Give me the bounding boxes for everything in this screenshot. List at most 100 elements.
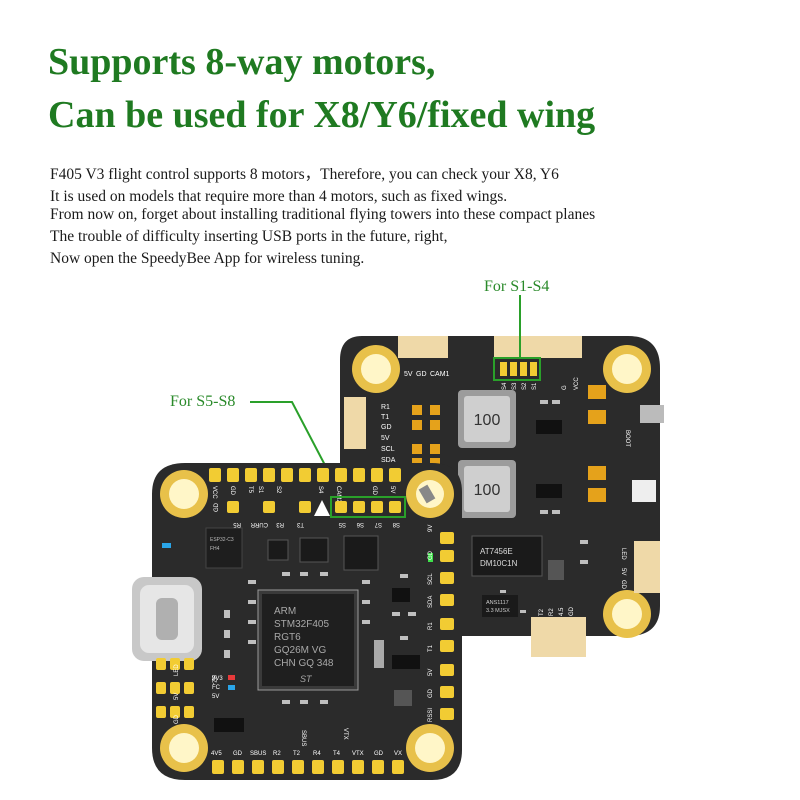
fc-label: GD [428, 688, 434, 698]
svg-text:100: 100 [474, 412, 501, 429]
fc-label: BZ- [210, 675, 216, 685]
fc-mount-hole [160, 470, 208, 518]
boot-button [640, 405, 664, 423]
esc-connector [398, 336, 448, 358]
svg-text:GQ26M VG: GQ26M VG [274, 645, 326, 656]
fc-label: 3V3 [212, 676, 223, 682]
status-led [428, 553, 433, 562]
fc-label: R3 [276, 521, 284, 527]
esc-label: LED [620, 548, 626, 560]
esc-small-parts [500, 400, 588, 613]
fc-label: SBUS [300, 730, 306, 746]
fc-left-pads [156, 658, 194, 718]
svg-text:RGT6: RGT6 [274, 632, 301, 643]
description-line-4: The trouble of difficulty inserting USB … [50, 228, 448, 245]
fc-label: FC [212, 685, 221, 691]
fc-label: T1 [428, 644, 434, 652]
esc-label: 5V [404, 371, 413, 378]
fc-bottom-pads [212, 760, 404, 774]
esc-mount-hole [603, 590, 651, 638]
fc-label: T3 [296, 521, 304, 527]
fc-label: R2 [273, 751, 281, 757]
description-line-2: It is used on models that require more t… [50, 188, 508, 205]
led [632, 480, 656, 502]
fc-label: GD [374, 751, 384, 757]
wifi-module: ESP32-C3 FH4 [205, 527, 243, 569]
esc-label: SDA [381, 457, 396, 464]
svg-text:ESP32-C3: ESP32-C3 [210, 537, 234, 543]
esc-label: CAM1 [430, 371, 450, 378]
fc-label: R4 [313, 751, 321, 757]
fc-small-chips [214, 535, 420, 732]
esc-label: GD [620, 580, 626, 590]
svg-text:ANS1117: ANS1117 [486, 600, 509, 606]
esc-connector-right [634, 541, 660, 593]
esc-connector-bottom [531, 617, 586, 657]
headline-line-2: Can be used for X8/Y6/fixed wing [48, 94, 596, 136]
esc-signal-pads [500, 362, 537, 376]
esc-label: VCC [574, 377, 580, 390]
fc-smd-parts [224, 572, 416, 704]
fc-mount-hole [406, 724, 454, 772]
esc-mount-hole [352, 345, 400, 393]
fc-label: VCC [211, 486, 217, 499]
esc-connector-left [344, 397, 366, 449]
fc-label: 5V [428, 669, 434, 676]
esc-label: S4 [502, 382, 508, 390]
fc-label: GD [214, 502, 220, 512]
fc-board: VCC GD T5 S1 S2 S4 CAM2 GD 5V GD R5 CURR… [132, 463, 462, 780]
svg-text:ST: ST [300, 674, 313, 684]
esc-label: R1 [381, 404, 390, 411]
fc-label: T5 [247, 486, 253, 494]
esc-label: GD [381, 424, 392, 431]
esc-connector [494, 336, 582, 358]
description-line-5: Now open the SpeedyBee App for wireless … [50, 250, 365, 267]
description-line-1: F405 V3 flight control supports 8 motors… [50, 166, 559, 183]
esc-label: S2 [522, 382, 528, 390]
fc-right-pads [440, 532, 454, 720]
status-led [228, 675, 235, 680]
esc-label: BOOT [624, 430, 630, 447]
svg-text:3.3 MJSX: 3.3 MJSX [486, 608, 510, 614]
usb-c-port[interactable] [132, 577, 202, 661]
esc-label: T1 [381, 414, 389, 421]
esc-label: SCL [381, 446, 395, 453]
esc-mount-hole [603, 345, 651, 393]
headline-line-1: Supports 8-way motors, [48, 41, 436, 83]
description: F405 V3 flight control supports 8 motors… [50, 164, 595, 270]
fc-label: SDA [428, 596, 434, 608]
fc-label: 5V [389, 486, 395, 493]
svg-text:CHN GQ 348: CHN GQ 348 [274, 658, 334, 669]
fc-label: S4 [317, 486, 323, 494]
esc-label: 5V [381, 435, 390, 442]
fc-label: LED [174, 664, 180, 676]
fc-label: S6 [356, 521, 364, 527]
fc-label: CURR [250, 521, 268, 527]
fc-label: T4 [333, 751, 341, 757]
fc-label: R1 [428, 622, 434, 630]
fc-label: T2 [293, 751, 301, 757]
osd-chip: AT7456E DM10C1N [471, 535, 543, 577]
svg-text:AT7456E: AT7456E [480, 547, 513, 556]
s1-s4-highlight [493, 357, 541, 381]
fc-label: SBUS [250, 751, 266, 757]
fc-label: S5 [338, 521, 346, 527]
fc-label: 5V [174, 693, 180, 700]
fc-label: GD [229, 486, 235, 496]
svg-text:STM32F405: STM32F405 [274, 619, 329, 630]
esc-label: GD [569, 606, 575, 616]
fc-label: S1 [257, 486, 263, 494]
esc-label: R2 [549, 608, 555, 616]
svg-text:ARM: ARM [274, 606, 296, 617]
esc-label: S1 [532, 382, 538, 390]
fc-label: 5V [212, 694, 219, 700]
s5-s8-highlight [330, 496, 406, 518]
fc-label: VTX [342, 728, 348, 740]
fc-mount-hole [406, 470, 454, 518]
description-line-3: From now on, forget about installing tra… [50, 206, 596, 223]
regulator-chip: ANS1117 3.3 MJSX [482, 595, 518, 617]
fc-label: 4V5 [211, 751, 222, 757]
mcu-chip: ARM STM32F405 RGT6 GQ26M VG CHN GQ 348 S… [257, 589, 359, 691]
esc-label: 5V [620, 568, 626, 575]
